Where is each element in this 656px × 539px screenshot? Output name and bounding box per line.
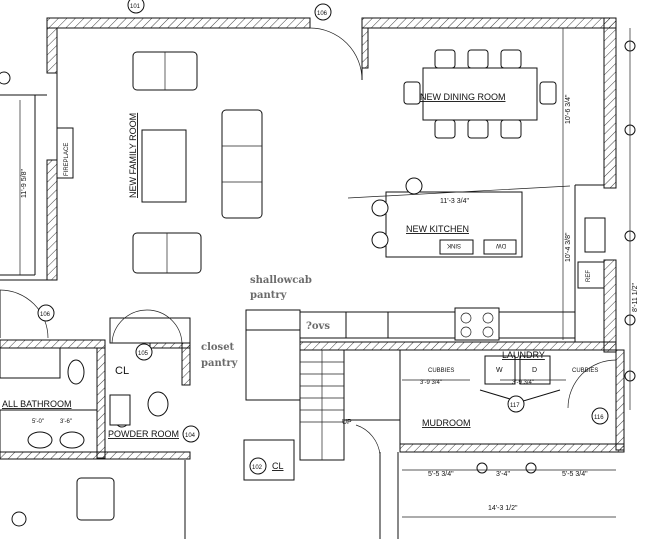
kitchen-label: NEW KITCHEN	[406, 224, 469, 234]
dimension-labels: 11'-3 3/4" 10'-6 3/4" 11'-9 5/8" 10'-4 3…	[21, 94, 639, 512]
annotations: shallowcab pantry closet pantry ?ovs	[201, 275, 330, 369]
laundry-label: LAUNDRY	[502, 350, 545, 360]
dim-right-edge: 8'-11 1/2"	[632, 282, 639, 312]
pantry-note-2: pantry	[201, 358, 239, 369]
room-labels: NEW FAMILY ROOM NEW DINING ROOM NEW KITC…	[2, 92, 545, 471]
dryer	[519, 355, 551, 385]
interior-lines	[0, 28, 604, 539]
dim-bottom-3: 5'-5 3/4"	[562, 471, 588, 478]
dim-laundry-right: 3'-9 3/4"	[512, 380, 534, 386]
range	[454, 307, 500, 341]
pantry-note-1: pantry	[250, 290, 288, 301]
sofa-right	[221, 109, 263, 219]
tag-105: 105	[138, 351, 149, 357]
washer-label: W	[496, 367, 503, 374]
family-room-label: NEW FAMILY ROOM	[128, 113, 138, 198]
fireplace	[56, 127, 74, 179]
dim-bath-2: 3'-6"	[60, 419, 72, 425]
closet-pantry-block	[245, 309, 301, 401]
fireplace-label: FIREPLACE	[64, 143, 70, 176]
dw-label: DW	[496, 242, 506, 248]
tag-102: 102	[252, 465, 263, 471]
closet-label-left: CL	[115, 365, 129, 377]
tag-101: 101	[130, 4, 141, 10]
tag-106-top: 106	[317, 11, 328, 17]
cubbies-right-label: CUBBIES	[572, 368, 598, 374]
dim-kitchen-height: 10'-4 3/8"	[565, 232, 572, 262]
refrigerator	[577, 261, 605, 289]
cubbies-left-label: CUBBIES	[428, 368, 454, 374]
closet-note: closet	[201, 342, 235, 353]
kitchen-sink	[584, 217, 606, 253]
dim-bath-1: 5'-0"	[32, 419, 44, 425]
dryer-label: D	[532, 367, 537, 374]
tag-117: 117	[510, 403, 520, 409]
sink-label: SINK	[447, 242, 461, 248]
dining-table	[422, 67, 538, 121]
dim-bottom-1: 5'-5 3/4"	[428, 471, 454, 478]
dim-bottom-2: 3'-4"	[496, 471, 510, 478]
shallowcab-note: shallowcab	[250, 275, 312, 286]
coffee-table	[141, 129, 187, 203]
dim-bottom-total: 14'-3 1/2"	[488, 505, 518, 512]
closet-label-bottom: CL	[272, 461, 284, 471]
bathroom-label: ALL BATHROOM	[2, 399, 72, 409]
tag-116: 116	[594, 415, 604, 421]
ovs-note: ?ovs	[306, 321, 330, 332]
tag-106-left: 106	[40, 312, 51, 318]
powder-room-label: POWDER ROOM	[108, 429, 179, 439]
fixture-labels: SINK DW CUBBIES CUBBIES W D UP REF	[342, 242, 598, 426]
dimension-lines	[19, 28, 631, 518]
dim-laundry-left: 3'-9 3/4"	[420, 380, 442, 386]
dim-dining-height: 10'-6 3/4"	[565, 94, 572, 124]
doors	[0, 27, 617, 456]
dim-kitchen-width: 11'-3 3/4"	[440, 198, 470, 205]
mudroom-label: MUDROOM	[422, 418, 471, 428]
dining-room-label: NEW DINING ROOM	[420, 92, 506, 102]
washer	[484, 355, 516, 385]
tag-104: 104	[185, 433, 196, 439]
furniture	[0, 49, 606, 521]
ref-label: REF	[586, 270, 592, 282]
dim-family-height: 11'-9 5/8"	[21, 168, 28, 198]
stairs	[299, 349, 345, 461]
stairs-up-label: UP	[342, 419, 352, 426]
